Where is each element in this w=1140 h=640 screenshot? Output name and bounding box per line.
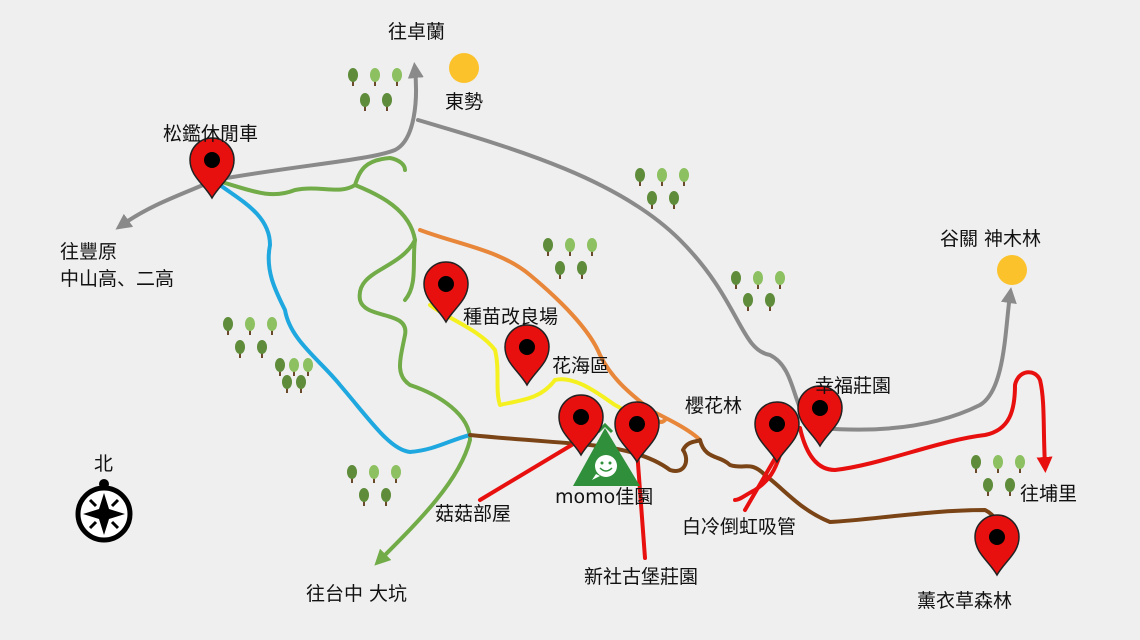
- label-lavender: 薰衣草森林: [917, 590, 1012, 612]
- dongshi-dot: [449, 53, 479, 83]
- label-momo: momo佳園: [555, 486, 653, 508]
- road-red: [798, 370, 1053, 473]
- pin-flower-sea[interactable]: [504, 324, 550, 386]
- label-songhu: 松鑑休閒車: [163, 123, 258, 145]
- label-fengyuan-2: 中山高、二高: [60, 268, 174, 290]
- compass-north-label: 北: [94, 453, 113, 475]
- label-seedling: 種苗改良場: [463, 306, 558, 328]
- compass-icon: [75, 479, 133, 543]
- road-green: [213, 156, 472, 560]
- label-taichung: 往台中 大坑: [306, 583, 407, 605]
- pin-siphon[interactable]: [754, 401, 800, 463]
- momo-logo: [573, 422, 640, 486]
- label-castle: 新社古堡莊園: [584, 566, 698, 588]
- guguan-dot: [997, 255, 1027, 285]
- label-zhuolan: 往卓蘭: [388, 21, 445, 43]
- label-guguan: 谷關 神木林: [940, 228, 1041, 250]
- label-fengyuan-1: 往豐原: [60, 241, 117, 263]
- pin-seedling[interactable]: [423, 261, 469, 323]
- road-blue: [218, 183, 472, 454]
- label-mushroom: 菇菇部屋: [435, 503, 511, 525]
- label-siphon: 白冷倒虹吸管: [682, 516, 796, 538]
- road-gray-guguan: [416, 118, 1017, 432]
- pin-castle[interactable]: [614, 401, 660, 463]
- road-yellow: [428, 303, 634, 422]
- label-cherry: 櫻花林: [685, 395, 742, 417]
- pin-lavender[interactable]: [974, 514, 1020, 576]
- label-puli: 往埔里: [1020, 483, 1077, 505]
- road-orange: [418, 228, 702, 442]
- label-happy-manor: 幸福莊園: [815, 375, 891, 397]
- label-flower-sea: 花海區: [552, 355, 609, 377]
- road-gray-zhuolan: [213, 62, 424, 182]
- label-dongshi: 東勢: [445, 91, 483, 113]
- road-gray-fengyuan: [115, 178, 217, 230]
